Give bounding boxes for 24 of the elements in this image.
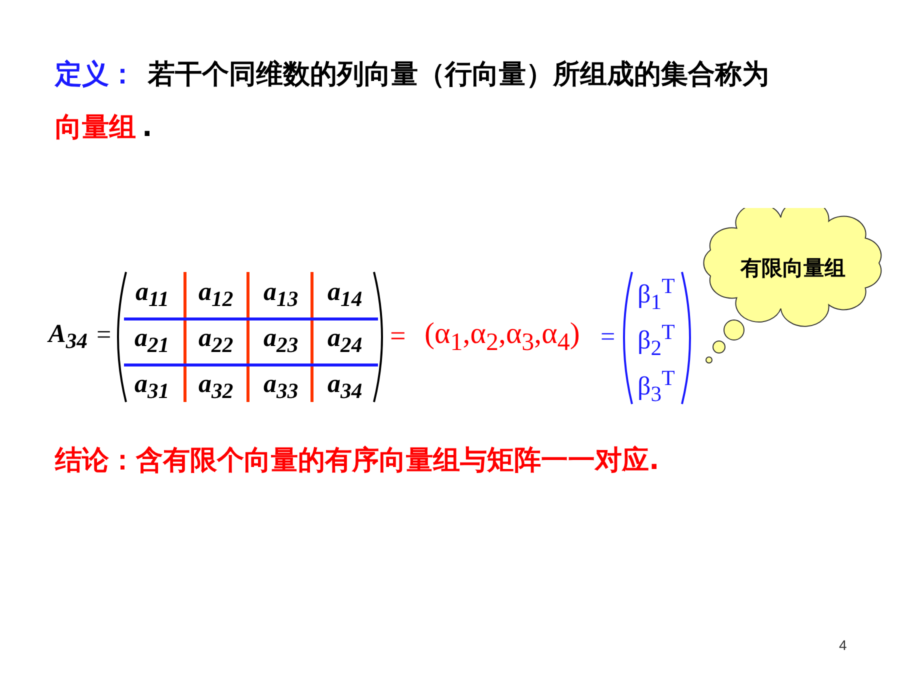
matrix-entry: a$_{24}$: [328, 325, 362, 357]
matrix-entry: a$_{11}$: [136, 279, 169, 311]
matrix-name: A$_{34}$: [48, 321, 88, 353]
matrix-entry: a$_{22}$: [198, 325, 234, 357]
equals-sign: =: [390, 323, 406, 351]
equals-sign: =: [600, 324, 616, 350]
matrix-entry: a$_{33}$: [264, 371, 298, 403]
matrix-entry: a$_{31}$: [134, 371, 170, 403]
matrix-entry: a$_{23}$: [264, 325, 298, 357]
equals-sign: =: [96, 322, 112, 348]
column-vectors-expression: (α$_{1}$,α$_{2}$,α$_{3}$,α$_{4}$): [424, 319, 580, 355]
period-text: .: [142, 114, 152, 140]
matrix-entry: a$_{12}$: [198, 279, 234, 311]
definition-text: 若干个同维数的列向量（行向量）所组成的集合称为: [148, 60, 769, 88]
matrix-entry: a$_{34}$: [328, 371, 362, 403]
conclusion-text: 结论：含有限个向量的有序向量组与矩阵一一对应.: [55, 446, 660, 474]
matrix-entry: a$_{21}$: [134, 325, 170, 357]
matrix-entry: a$_{32}$: [198, 371, 234, 403]
matrix-entry: a$_{13}$: [264, 279, 298, 311]
definition-heading: 定义：: [55, 60, 136, 88]
term-text: 向量组: [55, 114, 136, 140]
matrix-entry: a$_{14}$: [328, 279, 362, 311]
page-number: 4: [839, 638, 847, 652]
cloud-label: 有限向量组: [740, 258, 846, 278]
